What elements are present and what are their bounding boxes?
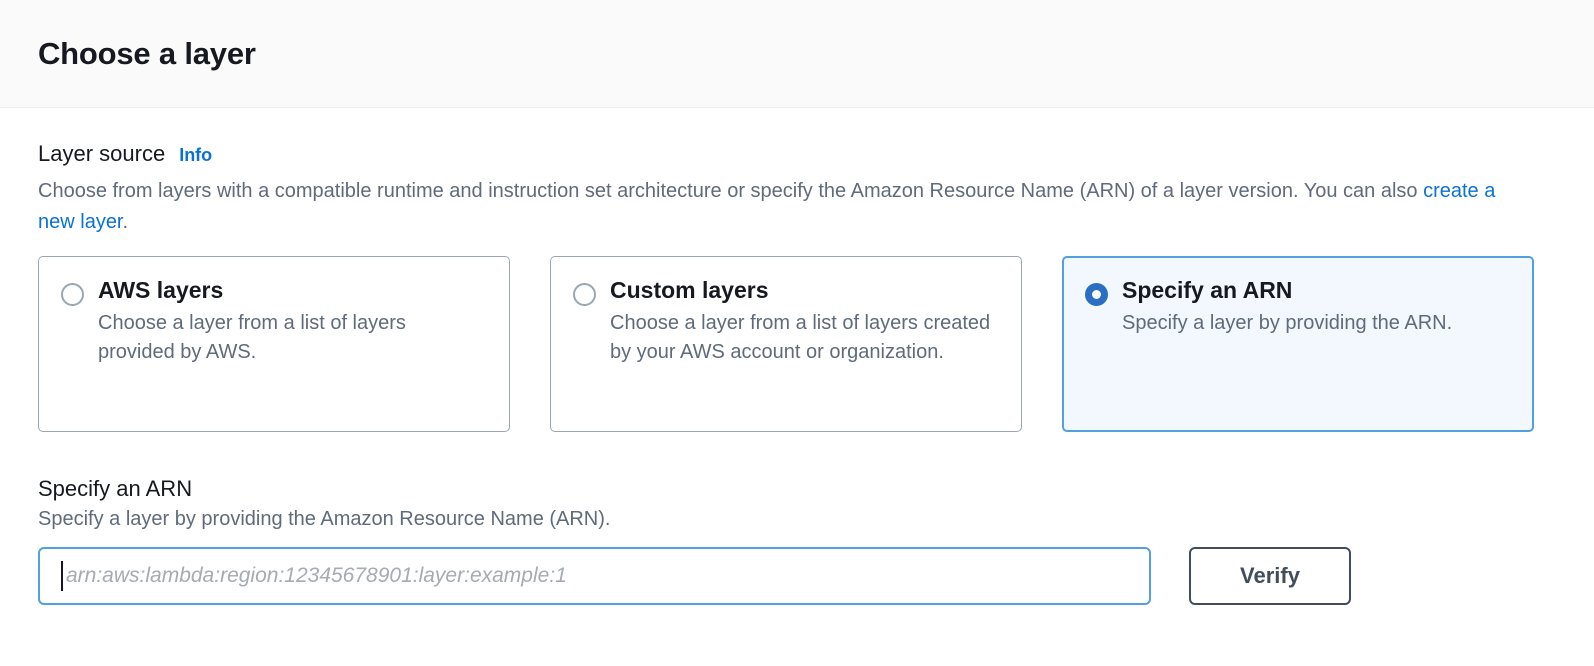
option-title-custom-layers: Custom layers	[610, 277, 769, 304]
radio-icon-specify-arn[interactable]	[1085, 283, 1108, 307]
arn-section-description: Specify a layer by providing the Amazon …	[38, 508, 611, 531]
radio-icon-custom-layers[interactable]	[573, 283, 596, 307]
option-tile-specify-arn[interactable]: Specify an ARN Specify a layer by provid…	[1062, 256, 1534, 433]
option-description-specify-arn: Specify a layer by providing the ARN.	[1122, 311, 1453, 334]
arn-input[interactable]	[38, 547, 1151, 606]
description-text-after-link: .	[122, 211, 129, 234]
info-link[interactable]: Info	[179, 145, 213, 165]
verify-button[interactable]: Verify	[1189, 547, 1351, 606]
layer-source-description: Choose from layers with a compatible run…	[38, 176, 1498, 238]
layer-source-options: AWS layers Choose a layer from a list of…	[38, 256, 1556, 433]
option-text-aws-layers: AWS layers Choose a layer from a list of…	[98, 277, 487, 411]
modal-header: Choose a layer	[0, 0, 1594, 108]
arn-section-title: Specify an ARN	[38, 476, 193, 502]
page-title: Choose a layer	[38, 35, 256, 71]
option-text-custom-layers: Custom layers Choose a layer from a list…	[610, 277, 999, 411]
option-title-specify-arn: Specify an ARN	[1122, 277, 1293, 304]
layer-source-label: Layer source	[38, 141, 166, 166]
option-title-aws-layers: AWS layers	[98, 277, 224, 304]
modal-body: Layer source Info Choose from layers wit…	[0, 108, 1594, 606]
option-description-aws-layers: Choose a layer from a list of layers pro…	[98, 311, 406, 363]
option-text-specify-arn: Specify an ARN Specify a layer by provid…	[1122, 277, 1511, 411]
description-text-before-link: Choose from layers with a compatible run…	[38, 180, 1424, 203]
option-tile-aws-layers[interactable]: AWS layers Choose a layer from a list of…	[38, 256, 510, 433]
option-tile-custom-layers[interactable]: Custom layers Choose a layer from a list…	[550, 256, 1022, 433]
layer-source-label-row: Layer source Info	[38, 141, 1556, 166]
arn-input-wrapper	[38, 547, 1151, 606]
create-new-layer-link[interactable]: create a new layer	[38, 180, 1496, 234]
arn-input-row: Verify	[38, 547, 1556, 606]
text-caret	[61, 561, 63, 592]
radio-icon-aws-layers[interactable]	[61, 283, 84, 307]
option-description-custom-layers: Choose a layer from a list of layers cre…	[610, 311, 991, 363]
